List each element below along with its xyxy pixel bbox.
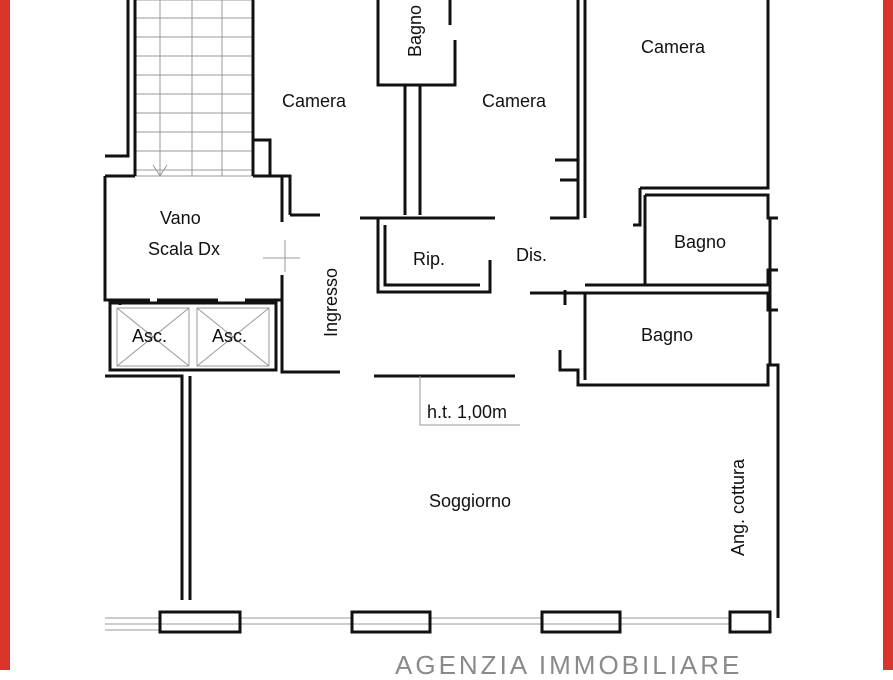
- room-label-asc-1: Asc.: [132, 326, 167, 346]
- room-label-bagno-e2: Bagno: [641, 325, 693, 345]
- room-label-soggiorno: Soggiorno: [429, 491, 511, 511]
- right-frame-border: [883, 0, 893, 670]
- room-label-ingresso: Ingresso: [321, 268, 341, 337]
- room-label-ang-cottura: Ang. cottura: [728, 458, 748, 556]
- height-note: h.t. 1,00m: [427, 402, 507, 422]
- room-label-camera-ne: Camera: [641, 37, 706, 57]
- room-label-bagno-e1: Bagno: [674, 232, 726, 252]
- room-label-scala-dx: Scala Dx: [148, 239, 220, 259]
- room-label-camera-n: Camera: [482, 91, 547, 111]
- room-label-camera-nw: Camera: [282, 91, 347, 111]
- watermark: AGENZIA IMMOBILIARE: [395, 650, 743, 680]
- room-label-vano: Vano: [160, 208, 201, 228]
- left-frame-border: [0, 0, 10, 670]
- room-label-asc-2: Asc.: [212, 326, 247, 346]
- walls: [103, 0, 780, 634]
- room-label-rip: Rip.: [413, 249, 445, 269]
- room-label-dis: Dis.: [516, 245, 547, 265]
- room-label-bagno-top: Bagno: [405, 5, 425, 57]
- staircase: [134, 0, 254, 177]
